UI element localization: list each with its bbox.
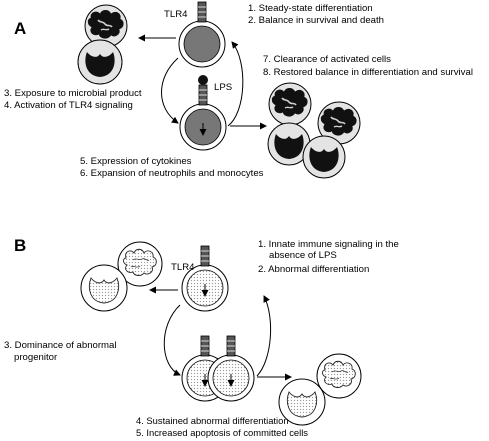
progenitor-cell-activated <box>179 75 227 151</box>
dominance-line-2: progenitor <box>14 352 58 363</box>
innate-line-3: 2. Abnormal differentiation <box>258 264 369 275</box>
sustained-line-2: 5. Increased apoptosis of committed cell… <box>136 427 308 438</box>
abnormal-progenitor-expanded <box>207 335 255 402</box>
progenitor-cell-steady <box>178 1 226 68</box>
exposure-line-2: 4. Activation of TLR4 signaling <box>4 100 133 111</box>
monocyte-cell <box>77 39 123 85</box>
dominance-arrow <box>163 304 181 376</box>
cytokines-line-2: 6. Expansion of neutrophils and monocyte… <box>80 168 264 179</box>
clearance-return-arrow <box>227 41 244 127</box>
abnormal-neutrophil-committed <box>316 353 362 399</box>
panel-b-letter: B <box>14 236 26 255</box>
innate-line-2: absence of LPS <box>269 250 337 261</box>
steady-state-line-1: 1. Steady-state differentiation <box>248 3 373 14</box>
abnormal-neutrophil <box>117 241 163 287</box>
lps-label: LPS <box>214 82 232 93</box>
clearance-line-2: 8. Restored balance in differentiation a… <box>263 67 473 78</box>
abnormal-progenitor <box>181 245 229 312</box>
panel-a-letter: A <box>14 19 26 38</box>
dominance-line-1: 3. Dominance of abnormal <box>4 340 117 351</box>
abnormal-monocyte <box>80 264 128 312</box>
steady-state-line-2: 2. Balance in survival and death <box>248 15 384 26</box>
sustained-line-1: 4. Sustained abnormal differentiation <box>136 415 289 426</box>
tlr4-label-a: TLR4 <box>164 9 188 20</box>
innate-line-1: 1. Innate immune signaling in the <box>258 239 399 250</box>
abnormal-monocyte-committed <box>278 378 326 426</box>
exposure-arrow <box>161 57 179 124</box>
expanded-monocyte <box>302 135 346 179</box>
clearance-line-1: 7. Clearance of activated cells <box>263 54 391 65</box>
expanded-neutrophil <box>268 82 312 126</box>
cytokines-line-1: 5. Expression of cytokines <box>80 156 192 167</box>
exposure-line-1: 3. Exposure to microbial product <box>4 88 142 99</box>
abnormal-return-arrow <box>256 295 272 377</box>
lps-molecule <box>198 75 208 85</box>
tlr4-label-b: TLR4 <box>171 262 195 273</box>
